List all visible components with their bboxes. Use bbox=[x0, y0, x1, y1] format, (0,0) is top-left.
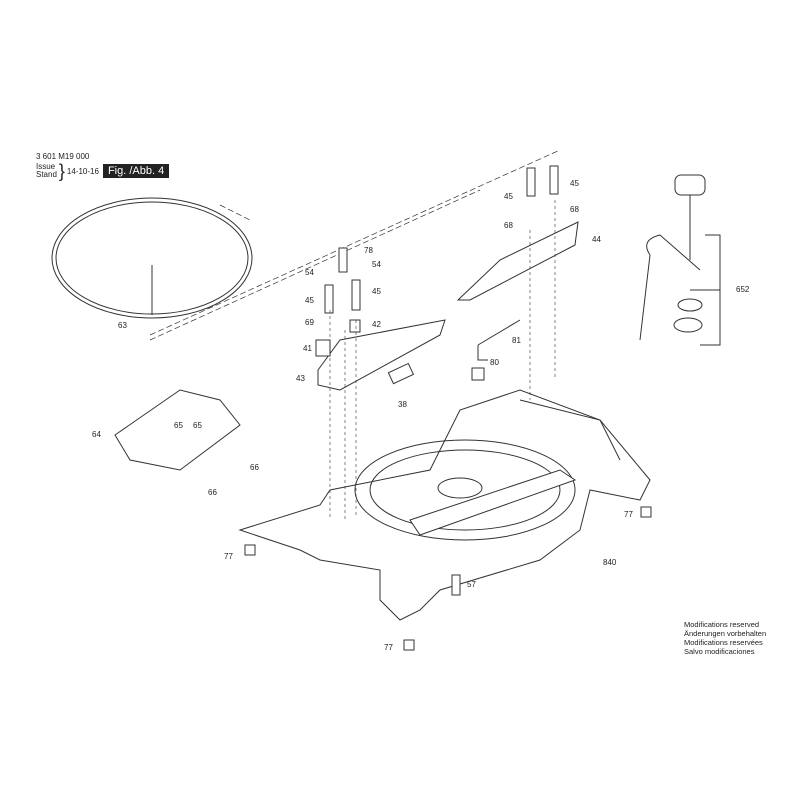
label-57: 57 bbox=[467, 580, 476, 589]
label-65: 65 bbox=[193, 421, 202, 430]
part-labels: 63 78 54 54 45 45 69 42 41 43 38 45 45 6… bbox=[92, 179, 750, 652]
document-header: 3 601 M19 000 Issue Stand } 14-10-16 Fig… bbox=[36, 152, 170, 181]
brace: } bbox=[58, 161, 65, 181]
label-64: 64 bbox=[92, 430, 101, 439]
label-68: 68 bbox=[570, 205, 579, 214]
part-handle-64 bbox=[114, 389, 241, 471]
notice-line: Modifications reservées bbox=[684, 638, 763, 647]
part-clamp-652 bbox=[639, 174, 721, 346]
label-54: 54 bbox=[372, 260, 381, 269]
label-77: 77 bbox=[384, 643, 393, 652]
label-63: 63 bbox=[118, 321, 127, 330]
label-42: 42 bbox=[372, 320, 381, 329]
label-45: 45 bbox=[570, 179, 579, 188]
modifications-notice: Modifications reserved Änderungen vorbeh… bbox=[684, 620, 766, 656]
screws bbox=[244, 165, 652, 651]
label-66: 66 bbox=[208, 488, 217, 497]
notice-line: Modifications reserved bbox=[684, 620, 760, 629]
part-fence-44 bbox=[456, 221, 579, 301]
stand-label: Stand bbox=[36, 170, 57, 179]
label-38: 38 bbox=[398, 400, 407, 409]
notice-line: Änderungen vorbehalten bbox=[684, 629, 767, 638]
label-81: 81 bbox=[512, 336, 521, 345]
label-65: 65 bbox=[174, 421, 183, 430]
part-base-840 bbox=[238, 389, 651, 621]
part-fence-43 bbox=[317, 319, 446, 391]
label-69: 69 bbox=[305, 318, 314, 327]
label-45: 45 bbox=[305, 296, 314, 305]
label-45: 45 bbox=[372, 287, 381, 296]
figure-label: Fig. /Abb. 4 bbox=[102, 164, 170, 178]
label-77: 77 bbox=[624, 510, 633, 519]
label-652: 652 bbox=[736, 285, 750, 294]
label-68: 68 bbox=[504, 221, 513, 230]
issue-label: Issue bbox=[36, 162, 56, 171]
notice-line: Salvo modificaciones bbox=[684, 647, 755, 656]
label-45: 45 bbox=[504, 192, 513, 201]
label-78: 78 bbox=[364, 246, 373, 255]
doc-number: 3 601 M19 000 bbox=[36, 152, 90, 161]
part-ring-63 bbox=[51, 197, 253, 319]
label-840: 840 bbox=[603, 558, 617, 567]
label-66: 66 bbox=[250, 463, 259, 472]
label-77: 77 bbox=[224, 552, 233, 561]
label-43: 43 bbox=[296, 374, 305, 383]
issue-date: 14-10-16 bbox=[66, 166, 99, 176]
label-44: 44 bbox=[592, 235, 601, 244]
label-80: 80 bbox=[490, 358, 499, 367]
label-41: 41 bbox=[303, 344, 312, 353]
label-54: 54 bbox=[305, 268, 314, 277]
